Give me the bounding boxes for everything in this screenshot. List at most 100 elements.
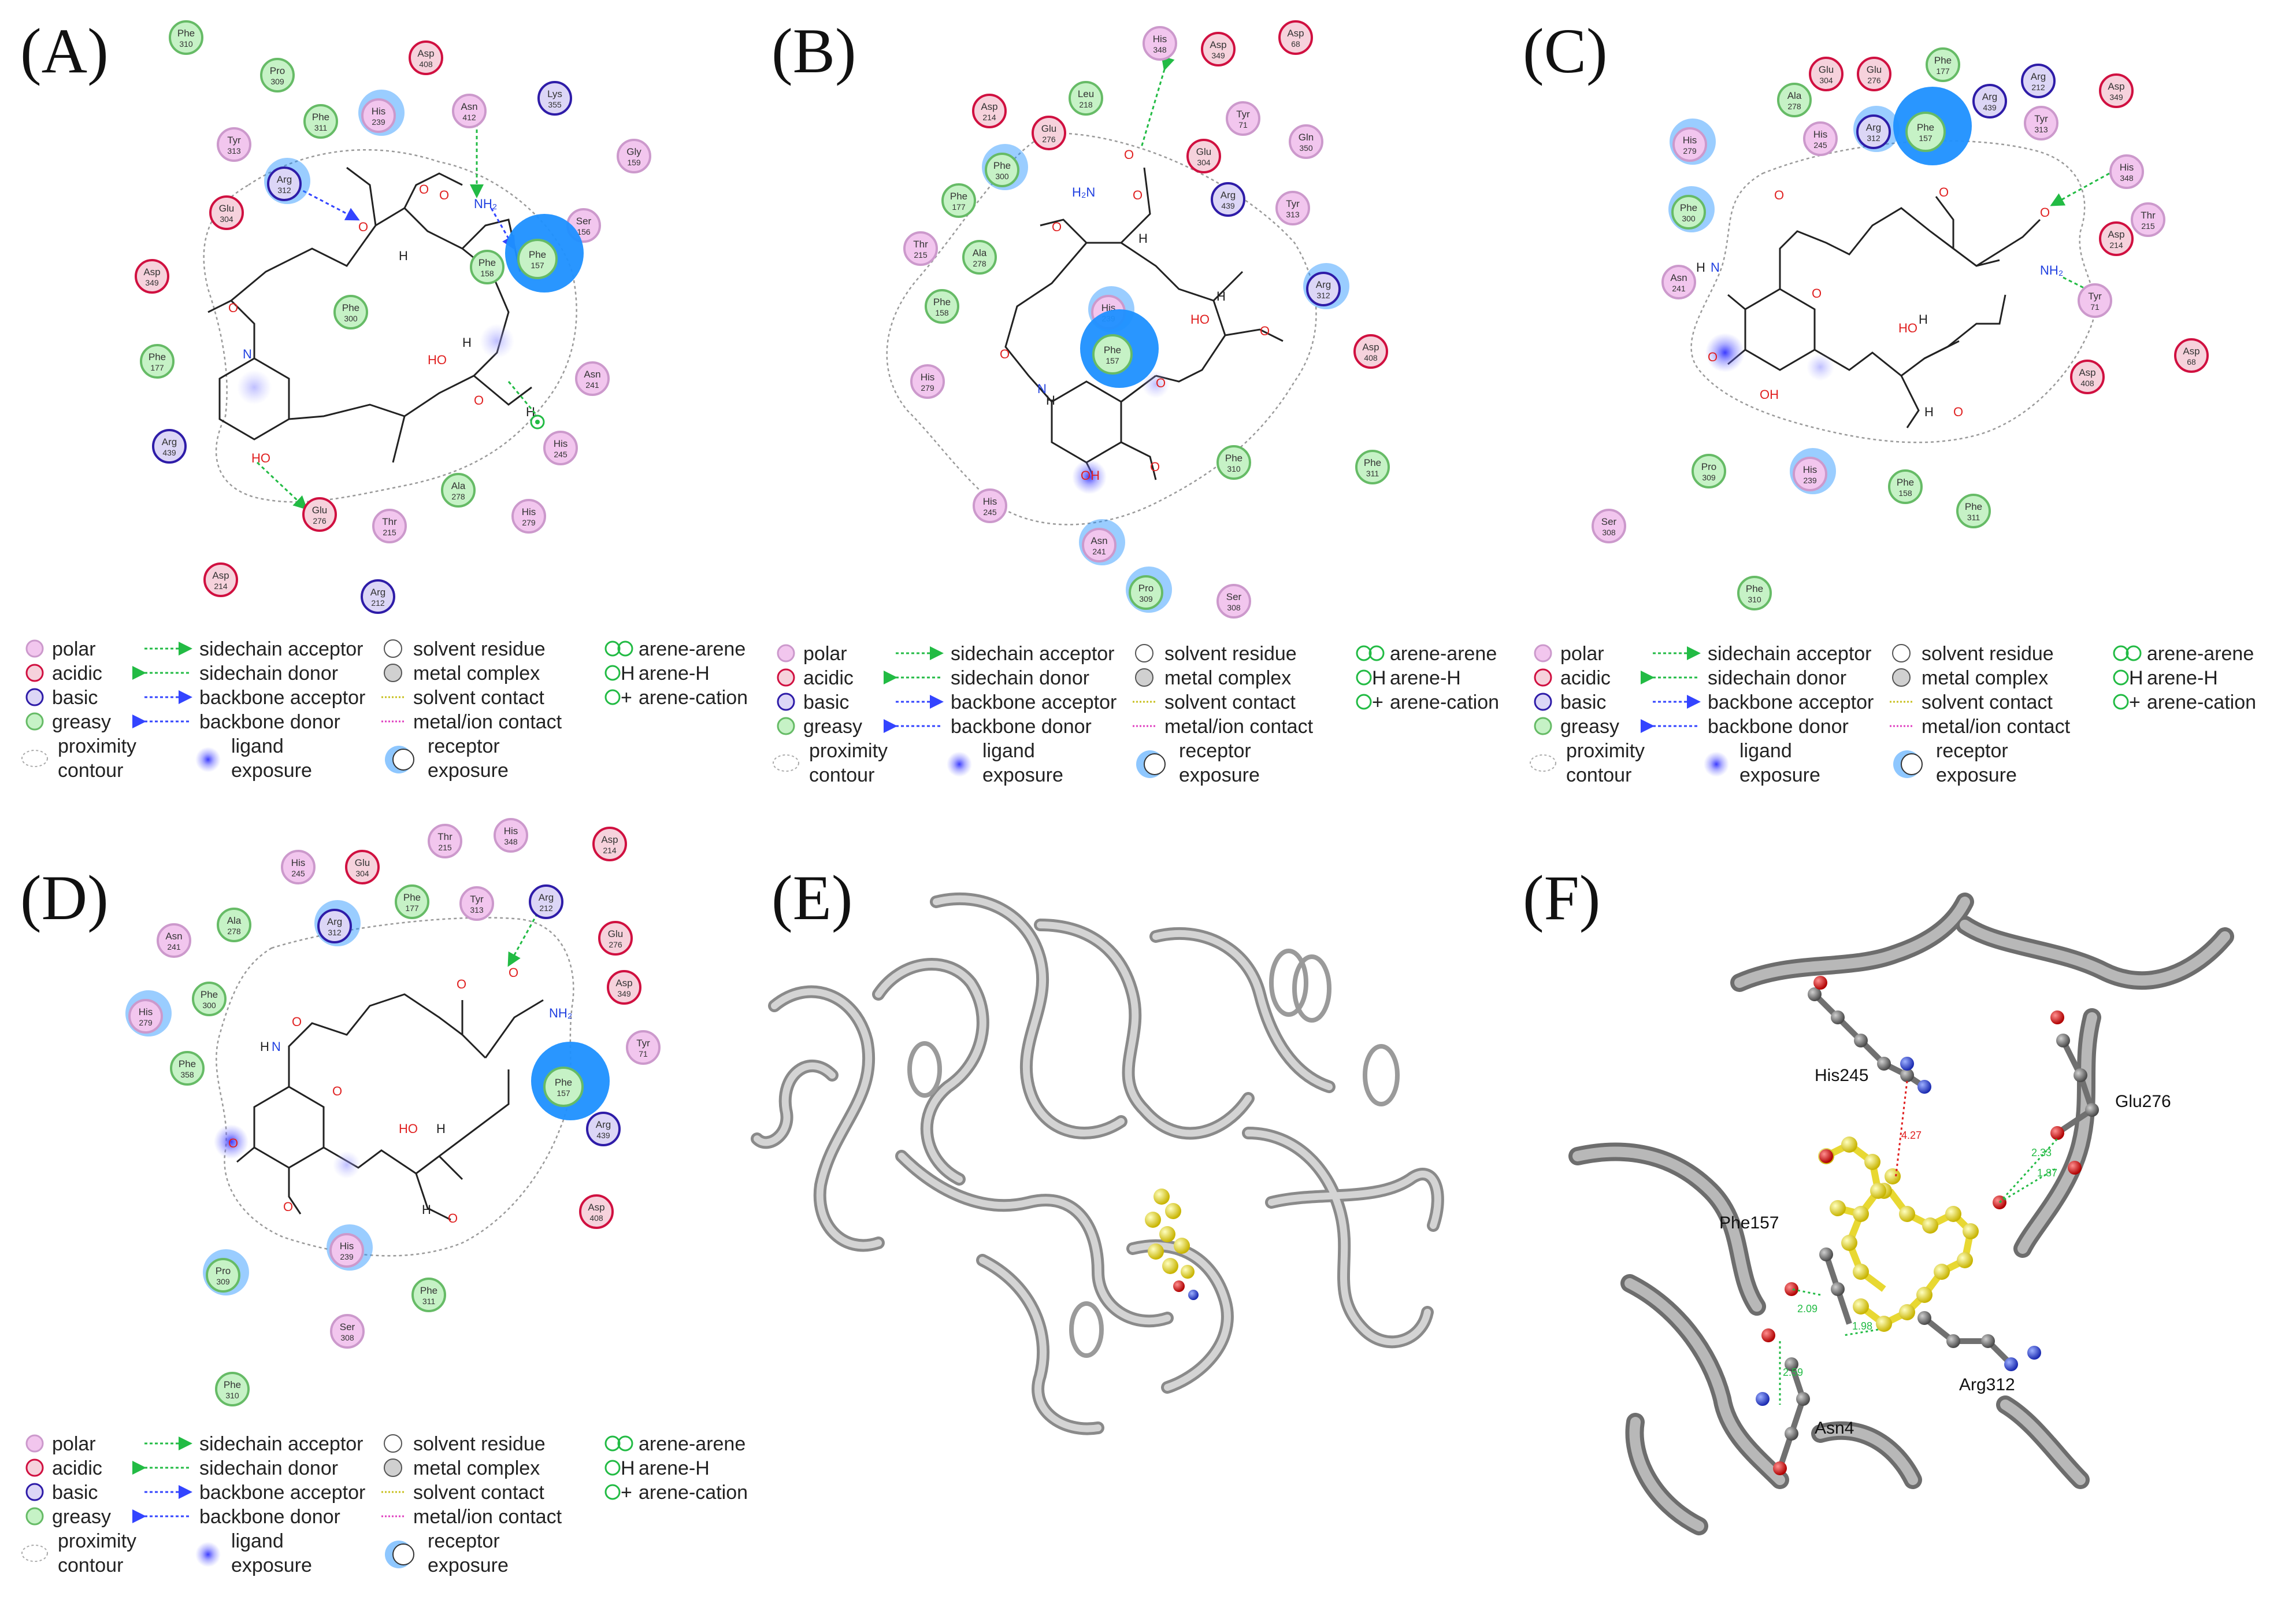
legend-arene-h: arene-H [2147,667,2218,689]
legend-sidechain-acceptor: sidechain acceptor [199,638,363,660]
legend-metal-complex: metal complex [1164,667,1291,689]
residue-name: Asp [2108,229,2124,240]
legend-basic: basic [803,691,849,713]
atom-label: O [1812,286,1822,301]
legend-receptor-exposure: exposure [428,1554,509,1576]
residue-number: 276 [313,516,327,525]
residue-label-arg312: Arg312 [1959,1375,2015,1394]
residue-disc [217,908,251,942]
residue-name: Lys [547,88,562,99]
residue-number: 313 [1286,210,1300,219]
residue-name: His [1803,464,1817,475]
residue-disc [1082,528,1117,562]
residue-name: Phe [529,249,546,260]
residue-disc [1092,334,1133,375]
ligand-exposure [333,1151,361,1179]
atom-ball [1756,1392,1770,1406]
residue-name: His [139,1006,153,1017]
legend-arene-h-ring [1356,669,1372,686]
residue-disc [1803,121,1838,156]
residue-disc [152,429,187,464]
atom-label: HO [1898,321,1917,335]
proximity-contour [886,132,1317,525]
residue-disc [1888,469,1923,504]
residue-disc [579,1194,614,1229]
residue-name: Arg [596,1119,611,1130]
residue-number: 300 [1682,214,1696,223]
legend-proximity: proximity [58,735,136,757]
legend-ligand: ligand [982,740,1035,762]
residue-name: Phe [403,892,421,903]
atom-label: O [1156,376,1166,390]
legend-metal-complex: metal complex [1922,667,2048,689]
legend-backbone-donor: backbone donor [199,1506,340,1528]
residue-disc [598,921,633,956]
residue-number: 241 [167,942,181,952]
legend-solvent-residue-swatch [1135,644,1153,662]
residue-disc [1143,26,1177,61]
legend-sidechain-donor: sidechain donor [951,667,1089,689]
legend-proximity-swatch [1530,754,1556,772]
atom-ball [1841,1235,1857,1251]
legend-arene-cation-ring [604,689,621,705]
atom-ball [1841,1136,1857,1153]
residue-disc [972,94,1007,128]
residue-disc [317,909,352,943]
residue-disc [209,195,244,230]
atom-ball [1916,1287,1933,1303]
atom-label: N [243,347,252,361]
residue-disc [260,58,295,92]
atom-label: HO [1190,312,1210,327]
atom-label: O [1774,188,1784,202]
residue-name: Arg [1316,279,1331,290]
atom-label: H [462,335,472,350]
residue-number: 311 [1967,513,1980,522]
atom-ball [1922,1217,1938,1234]
legend-arene-h-glyph: H [621,1457,635,1479]
residue-number: 278 [227,927,241,936]
legend-backbone-acceptor: backbone acceptor [199,687,365,709]
residue-name: Ala [451,480,466,491]
residue-disc [1592,509,1626,543]
residue-name: Phe [420,1285,437,1296]
legend-arene-h-glyph: H [621,662,635,684]
residue-number: 278 [1787,102,1801,111]
residue-name: Asp [2183,346,2199,357]
legend-arene-arene-ring1 [604,641,621,657]
residue-glu-276: Glu276 [302,497,337,532]
residue-phe-157: Phe157 [505,214,584,293]
residue-name: His [1683,135,1697,146]
residue-disc [1972,84,2007,119]
residue-name: Thr [2141,210,2156,221]
legend-d: polaracidicbasicgreasyproximitycontoursi… [21,1433,748,1576]
residue-discs: Asp349Asp68His348Leu218Asp214Glu276Tyr71… [903,20,1390,619]
residue-number: 439 [596,1131,610,1140]
atom-ball [1963,1223,1979,1239]
residue-name: Phe [201,989,218,1000]
legend-metal-contact: metal/ion contact [1922,716,2071,738]
atom-ball [1957,1252,1973,1268]
residue-number: 241 [585,380,599,390]
atom-label: NH₂ [474,197,497,211]
residue-number: 215 [438,843,452,852]
residue-name: Thr [437,831,452,842]
legend-arene-arene-ring2 [2126,645,2142,661]
legend-solvent-residue-swatch [1892,644,1911,662]
legend-arene-arene-ring1 [1356,645,1372,661]
legend-acidic-swatch [25,664,44,682]
atom-ball [1853,1298,1869,1315]
residue-disc [1692,454,1726,488]
atom-balls [1756,976,2099,1475]
residue-disc [1777,83,1812,117]
residue-number: 304 [1197,158,1211,167]
legend-metal-complex: metal complex [413,662,540,684]
